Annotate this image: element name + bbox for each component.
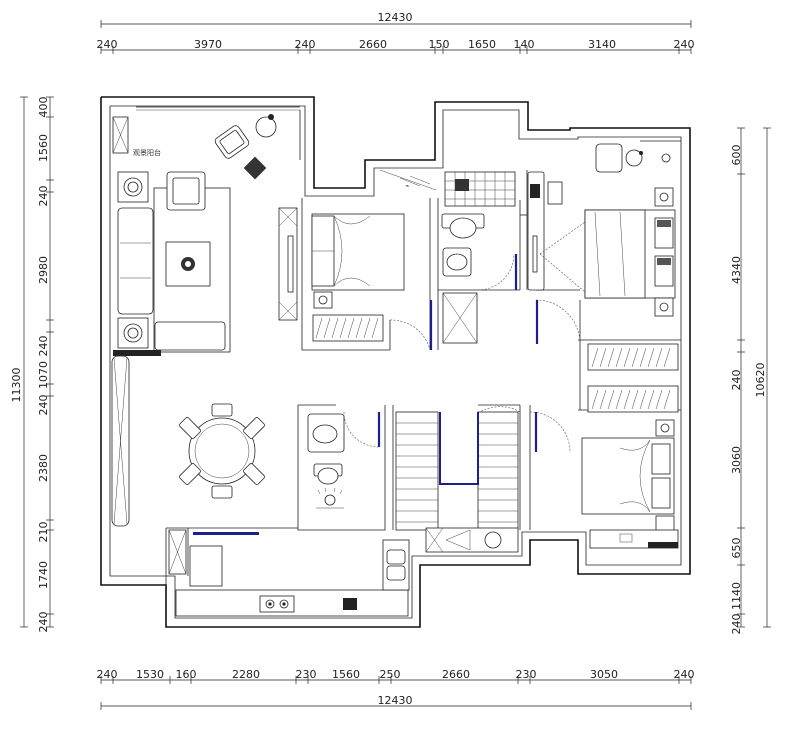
bottom-dim-1: 240 bbox=[97, 668, 118, 681]
top-dim-4: 2660 bbox=[359, 38, 387, 51]
right-total-dim: 10620 bbox=[754, 363, 767, 398]
right-dim-4: 3060 bbox=[730, 446, 743, 474]
balcony-label: 观景阳台 bbox=[133, 148, 161, 157]
dining-area bbox=[111, 355, 265, 527]
master-chair bbox=[595, 143, 623, 173]
bottom-dim-7: 250 bbox=[380, 668, 401, 681]
right-dim-6: 1140 bbox=[730, 582, 743, 610]
left-dim-6: 1070 bbox=[37, 361, 50, 389]
top-dim-3: 240 bbox=[295, 38, 316, 51]
top-total-dim: 12430 bbox=[378, 11, 413, 24]
laundry-cabinet bbox=[425, 527, 519, 553]
left-total-dim: 11300 bbox=[10, 368, 23, 403]
right-dim-7: 240 bbox=[730, 614, 743, 635]
right-dim-5: 650 bbox=[730, 538, 743, 559]
bottom-dim-6: 1560 bbox=[332, 668, 360, 681]
left-dim-1: 400 bbox=[37, 97, 50, 118]
dresser bbox=[527, 171, 545, 291]
sofa bbox=[117, 207, 154, 315]
left-dim-2: 1560 bbox=[37, 134, 50, 162]
bedroom-3 bbox=[581, 419, 679, 549]
left-dim-11: 240 bbox=[37, 612, 50, 633]
cooktop-icon bbox=[259, 595, 295, 613]
left-dimension-chain: 11300 400 1560 240 2980 240 1070 240 238… bbox=[10, 97, 54, 633]
staircase bbox=[395, 411, 519, 553]
svg-text:⌁: ⌁ bbox=[405, 182, 409, 190]
walls bbox=[100, 96, 691, 628]
top-dim-1: 240 bbox=[97, 38, 118, 51]
cabinet bbox=[189, 545, 223, 587]
tv-bench bbox=[154, 321, 226, 351]
left-dim-4: 2980 bbox=[37, 256, 50, 284]
top-dim-6: 1650 bbox=[468, 38, 496, 51]
kitchen bbox=[168, 529, 410, 617]
left-dim-3: 240 bbox=[37, 186, 50, 207]
door-swings bbox=[389, 299, 581, 453]
top-dim-9: 240 bbox=[674, 38, 695, 51]
left-dim-7: 240 bbox=[37, 395, 50, 416]
left-dim-5: 240 bbox=[37, 336, 50, 357]
master-bedroom bbox=[527, 140, 681, 413]
bathroom-1 bbox=[441, 171, 518, 344]
counter-side bbox=[382, 539, 410, 591]
bottom-dim-3: 160 bbox=[176, 668, 197, 681]
wardrobe-bed2 bbox=[312, 314, 384, 342]
left-dim-10: 1740 bbox=[37, 561, 50, 589]
right-dim-3: 240 bbox=[730, 370, 743, 391]
right-dimension-chain: 600 4340 240 3060 650 1140 240 10620 bbox=[730, 127, 771, 635]
bottom-dim-8: 2660 bbox=[442, 668, 470, 681]
sink-icon bbox=[386, 549, 406, 565]
dining-chairs bbox=[179, 403, 265, 499]
bottom-dim-11: 240 bbox=[674, 668, 695, 681]
right-dim-2: 4340 bbox=[730, 256, 743, 284]
top-dimension-chain: 12430 240 3970 240 2660 150 1650 140 314… bbox=[97, 11, 695, 54]
living-room: 观景阳台 bbox=[112, 106, 301, 356]
round-dining-table bbox=[188, 417, 256, 485]
top-dim-5: 150 bbox=[429, 38, 450, 51]
plant-pot-icon bbox=[243, 156, 267, 180]
top-dim-7: 140 bbox=[514, 38, 535, 51]
left-dim-8: 2380 bbox=[37, 454, 50, 482]
top-dim-8: 3140 bbox=[588, 38, 616, 51]
left-dim-9: 210 bbox=[37, 522, 50, 543]
bedroom-2: ⌁ bbox=[278, 169, 437, 342]
bottom-dim-2: 1530 bbox=[136, 668, 164, 681]
shower-head-icon bbox=[316, 487, 344, 509]
oven-icon bbox=[343, 598, 357, 610]
bottom-dim-5: 230 bbox=[296, 668, 317, 681]
centerpiece-icon bbox=[181, 257, 195, 271]
bottom-total-dim: 12430 bbox=[378, 694, 413, 707]
round-side-table bbox=[255, 116, 277, 138]
bottom-dim-4: 2280 bbox=[232, 668, 260, 681]
bathroom-2 bbox=[307, 411, 381, 509]
right-dim-1: 600 bbox=[730, 145, 743, 166]
bottom-dim-10: 3050 bbox=[590, 668, 618, 681]
toilet-2-icon bbox=[317, 467, 339, 485]
bottom-dim-9: 230 bbox=[516, 668, 537, 681]
top-dim-2: 3970 bbox=[194, 38, 222, 51]
armchair-icon bbox=[214, 125, 250, 159]
bottom-dimension-chain: 240 1530 160 2280 230 1560 250 2660 230 … bbox=[97, 668, 695, 710]
toilet-icon bbox=[449, 217, 477, 239]
